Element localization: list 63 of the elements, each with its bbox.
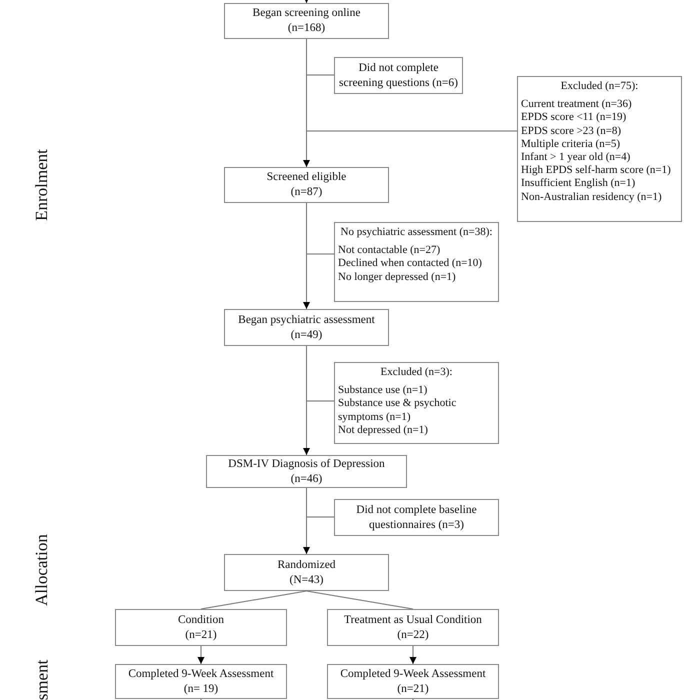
exclusion-box bbox=[334, 222, 499, 302]
list-item: Substance use & psychotic symptoms (n=1) bbox=[338, 397, 458, 424]
connector-line bbox=[303, 202, 310, 310]
process-box bbox=[224, 3, 389, 39]
box-text: Completed 9-Week Assessment bbox=[339, 666, 487, 682]
box-text: Completed 9-Week Assessment bbox=[127, 666, 275, 682]
connector-line bbox=[306, 590, 414, 610]
count-text: (n=46) bbox=[290, 472, 324, 486]
list-item: EPDS score >23 (n=8) bbox=[521, 124, 622, 138]
box-heading: Excluded (n=75): bbox=[560, 80, 640, 94]
list-item: Infant > 1 year old (n=4) bbox=[521, 150, 632, 164]
list-item: No longer depressed (n=1) bbox=[338, 270, 457, 284]
count-text: (n=21) bbox=[184, 628, 218, 642]
count-text: (n=22) bbox=[396, 628, 430, 642]
count-text: (n=87) bbox=[290, 185, 324, 200]
box-text: Treatment as Usual Condition bbox=[343, 612, 483, 628]
list-item: Insufficient English (n=1) bbox=[521, 177, 636, 190]
phase-label: Enrolment bbox=[32, 149, 52, 221]
phase-label: sment bbox=[32, 659, 52, 700]
connector-line bbox=[410, 646, 416, 664]
list-item: Not depressed (n=1) bbox=[338, 424, 429, 437]
phase-label: Allocation bbox=[32, 534, 52, 606]
box-text: Condition bbox=[176, 612, 225, 628]
box-text: Did not complete baseline questionnaires (n=3) bbox=[355, 502, 478, 532]
exclusion-box bbox=[334, 362, 499, 444]
connector-line bbox=[198, 646, 204, 664]
list-item: Current treatment (n=36) bbox=[521, 98, 633, 112]
count-text: (n=21) bbox=[396, 682, 430, 696]
process-box bbox=[224, 309, 389, 346]
count-text: (N=43) bbox=[288, 572, 324, 588]
box-text: Began screening online bbox=[252, 6, 362, 21]
connector-line bbox=[303, 488, 310, 554]
box-text: Screened eligible bbox=[266, 170, 348, 185]
list-item: Declined when contacted (n=10) bbox=[338, 257, 483, 271]
process-box bbox=[334, 57, 463, 94]
box-text: Randomized bbox=[276, 558, 337, 572]
box-heading: No psychiatric assessment (n=38): bbox=[340, 226, 494, 240]
box-heading: Excluded (n=3): bbox=[380, 366, 454, 380]
process-box bbox=[206, 455, 407, 488]
process-box bbox=[224, 167, 389, 203]
exclusion-box bbox=[517, 76, 682, 222]
box-text: Did not complete screening questions (n=6) bbox=[339, 60, 458, 90]
list-item: Multiple criteria (n=5) bbox=[521, 138, 622, 151]
count-text: (n=168) bbox=[286, 21, 326, 36]
connector-line bbox=[200, 590, 307, 610]
process-box bbox=[327, 664, 499, 699]
list-item: Not contactable (n=27) bbox=[338, 244, 442, 258]
process-box bbox=[327, 609, 499, 646]
list-item: High EPDS self-harm score (n=1) bbox=[521, 164, 672, 178]
list-item: Non-Australian residency (n=1) bbox=[521, 190, 663, 204]
list-item: Substance use (n=1) bbox=[338, 384, 428, 398]
connector-line bbox=[303, 38, 310, 168]
process-box bbox=[115, 664, 287, 699]
box-text: DSM-IV Diagnosis of Depression bbox=[227, 456, 386, 472]
process-box bbox=[224, 554, 389, 591]
box-text: Began psychiatric assessment bbox=[237, 312, 376, 328]
process-box bbox=[334, 499, 499, 536]
connector-line bbox=[303, 346, 310, 456]
count-text: (n=49) bbox=[290, 328, 324, 342]
count-text: (n= 19) bbox=[182, 682, 220, 696]
process-box bbox=[115, 609, 287, 646]
connector-line bbox=[303, 0, 310, 4]
list-item: EPDS score <11 (n=19) bbox=[521, 111, 628, 125]
